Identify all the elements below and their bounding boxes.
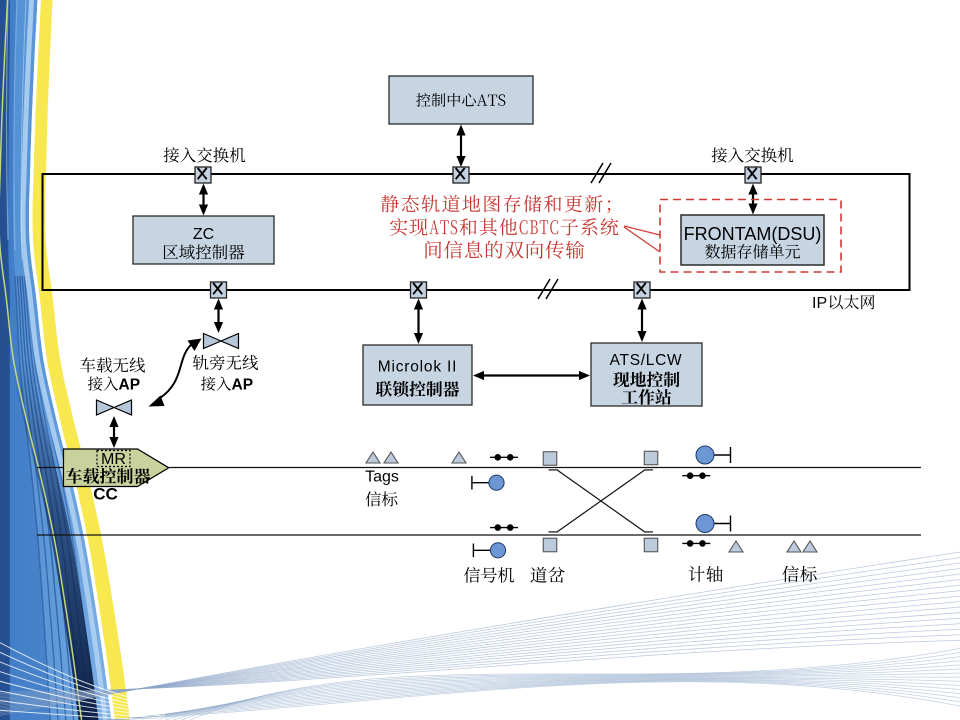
svg-text:CC: CC (93, 485, 118, 504)
svg-text:AP: AP (232, 377, 254, 394)
svg-text:ATS/LCW: ATS/LCW (610, 352, 683, 369)
svg-text:Tags: Tags (365, 469, 399, 486)
svg-text:AP: AP (119, 377, 141, 394)
svg-text:MR: MR (101, 451, 126, 468)
svg-text:FRONTAM(DSU): FRONTAM(DSU) (684, 224, 822, 244)
svg-text:Microlok II: Microlok II (378, 359, 457, 376)
svg-text:IP: IP (812, 295, 827, 312)
svg-text:ZC: ZC (193, 226, 214, 243)
